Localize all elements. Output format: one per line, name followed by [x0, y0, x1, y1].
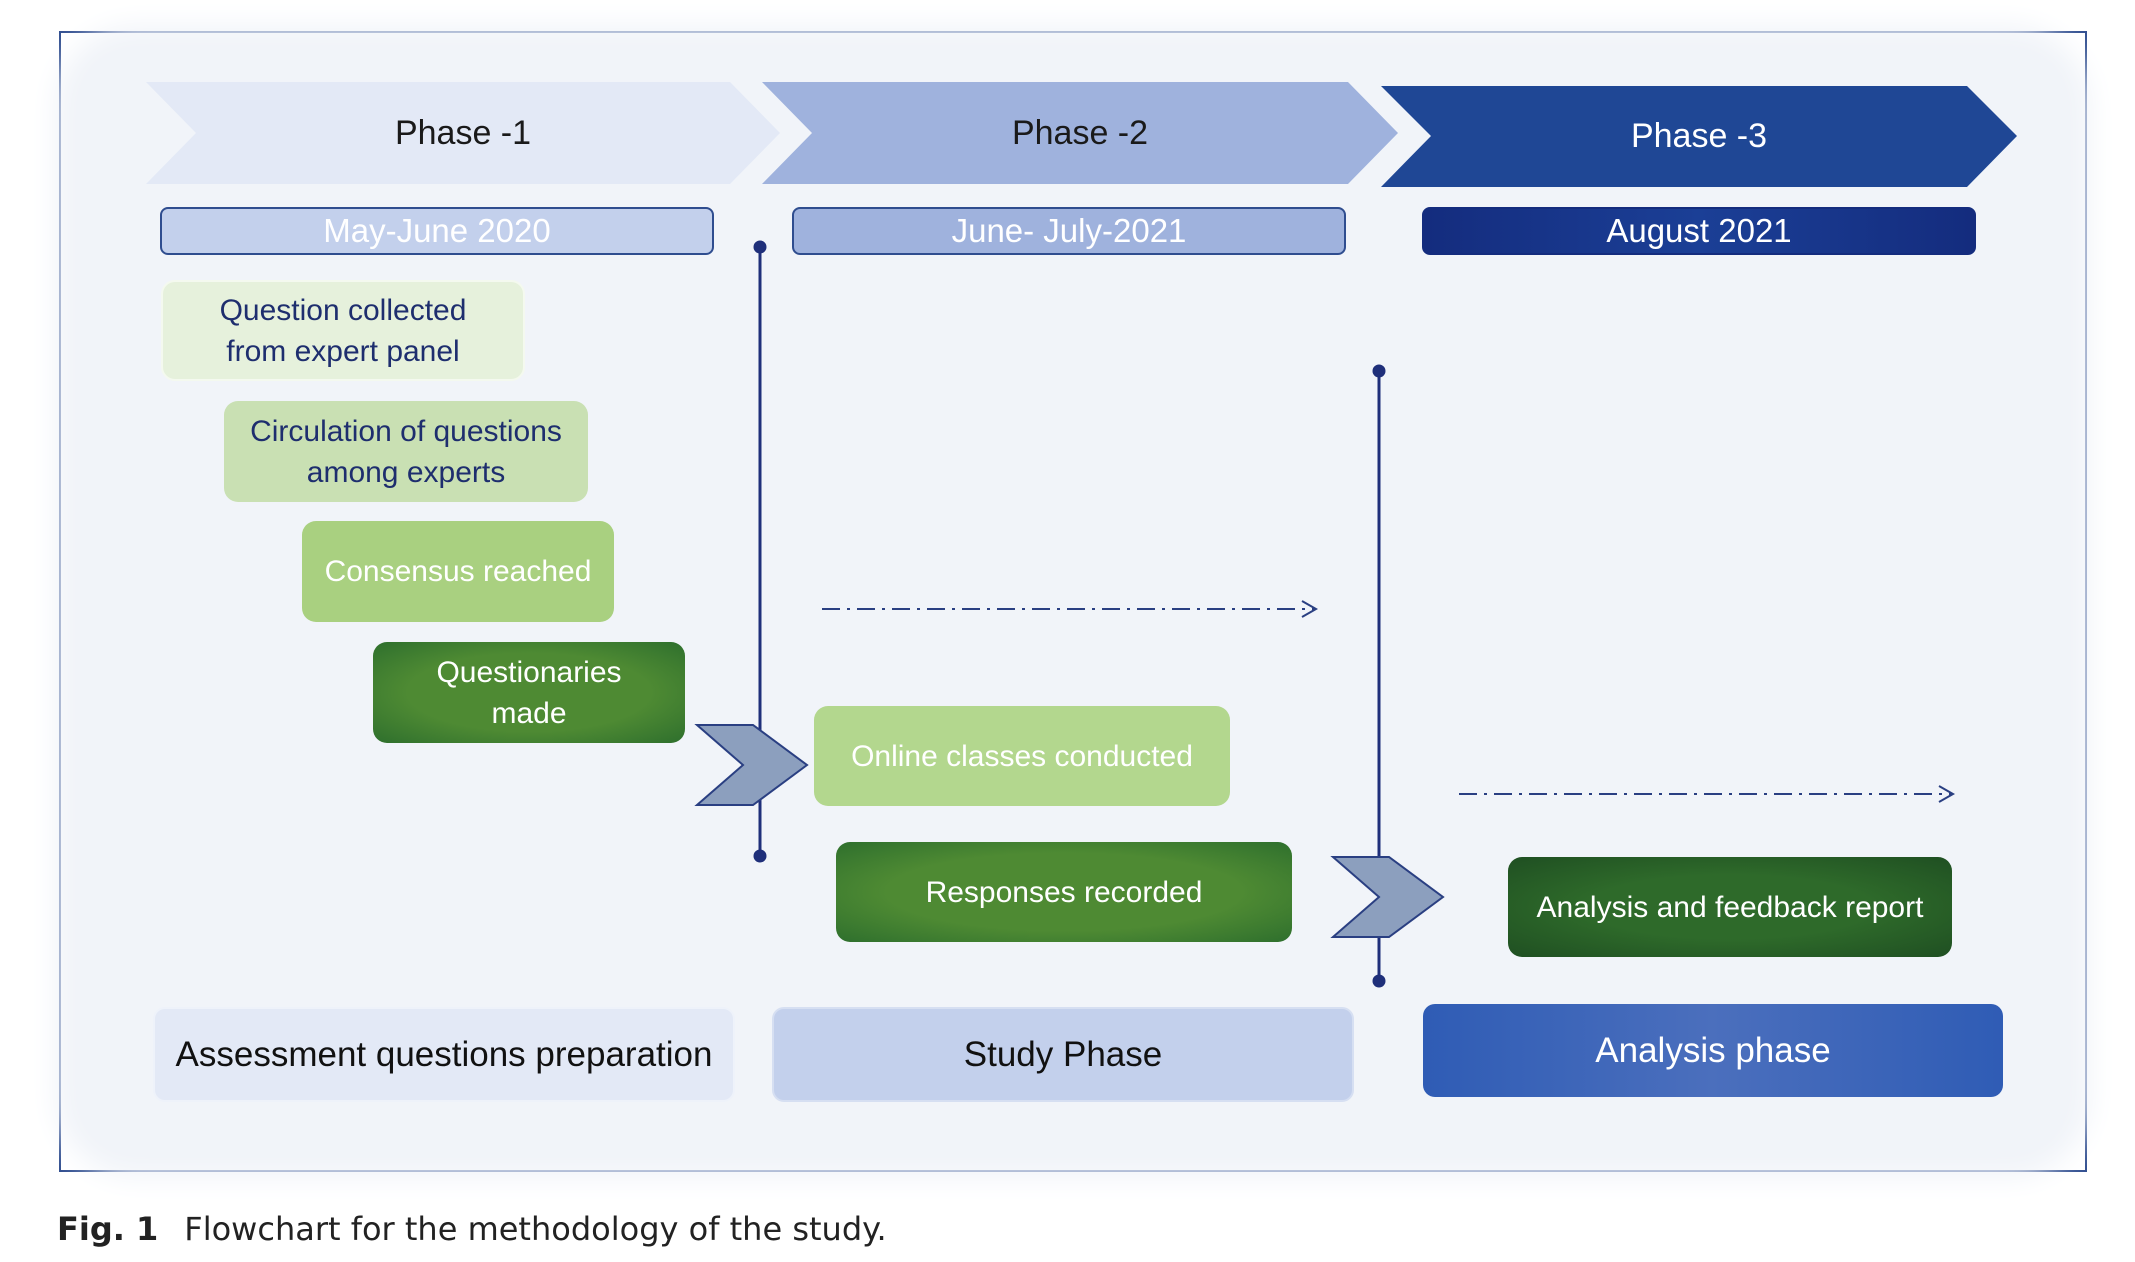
step-consensus-reached: Consensus reached [302, 521, 614, 622]
phase-2-chevron [762, 82, 1398, 184]
phase-3-label: Phase -3 [1630, 117, 1768, 155]
dash-dot-arrow-icon [822, 600, 1319, 618]
chevron-arrow-icon [694, 724, 809, 806]
stage-assessment-questions-preparation: Assessment questions preparation [153, 1007, 735, 1102]
step-analysis-and-feedback-report: Analysis and feedback report [1508, 857, 1952, 957]
stage-study-phase: Study Phase [772, 1007, 1354, 1102]
step-question-collected: Question collected from expert panel [161, 280, 525, 381]
dash-dot-arrow-icon [1459, 785, 1956, 803]
phase-1-date: May-June 2020 [160, 207, 714, 255]
step-circulation-of-questions: Circulation of questions among experts [224, 401, 588, 502]
step-responses-recorded: Responses recorded [836, 842, 1292, 942]
step-online-classes-conducted: Online classes conducted [814, 706, 1230, 806]
stage-analysis-phase: Analysis phase [1423, 1004, 2003, 1097]
phase-1-chevron [146, 82, 780, 184]
figure-caption-label: Fig. 1 [57, 1210, 159, 1248]
phase-3-date: August 2021 [1422, 207, 1976, 255]
phase-2-label: Phase -2 [1011, 113, 1149, 152]
step-questionaries-made: Questionaries made [373, 642, 685, 743]
figure-caption-text: Flowchart for the methodology of the stu… [184, 1210, 887, 1248]
chevron-arrow-icon [1330, 856, 1445, 938]
figure-caption: Fig. 1 Flowchart for the methodology of t… [57, 1210, 887, 1248]
phase-3-chevron [1381, 86, 2017, 187]
phase-1-label: Phase -1 [394, 113, 532, 152]
phase-2-date: June- July-2021 [792, 207, 1346, 255]
